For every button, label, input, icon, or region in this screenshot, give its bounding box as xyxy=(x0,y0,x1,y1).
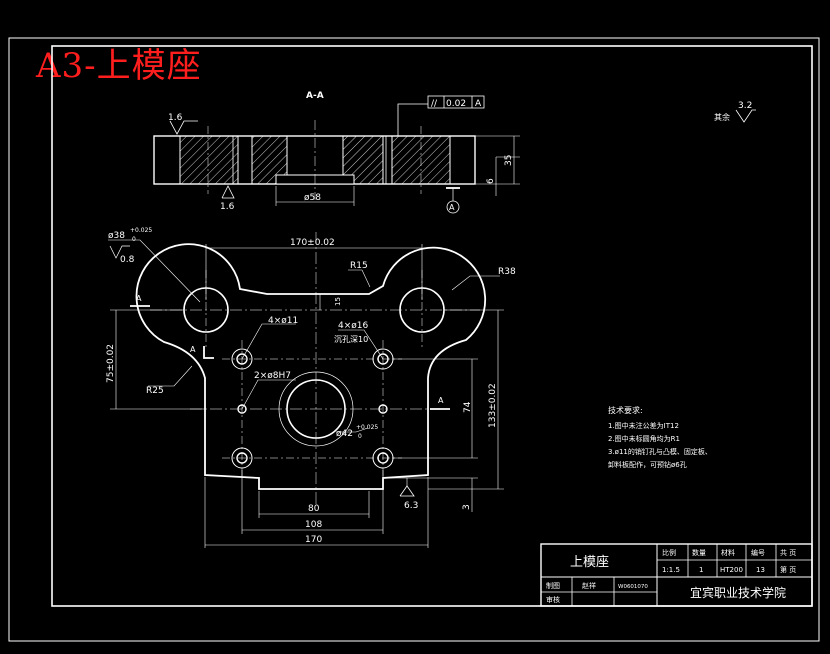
tech-item-4: 卸料板配作，可预钻ø6孔 xyxy=(608,460,687,469)
dim-height-35: 35 xyxy=(504,155,514,166)
dim-height-6: 6 xyxy=(486,178,496,184)
tb-h-total: 共 页 xyxy=(780,548,796,557)
tb-h-qty: 数量 xyxy=(692,548,706,557)
holes-4x11: 4×ø11 xyxy=(268,316,298,326)
tb-h-scale: 比例 xyxy=(662,548,676,557)
roughness-other-value: 3.2 xyxy=(738,101,752,111)
bore-left-roughness: 0.8 xyxy=(120,255,135,265)
flatness-value: 0.02 xyxy=(446,99,466,109)
dim-74: 74 xyxy=(463,401,473,413)
tb-v-page: 第 页 xyxy=(780,565,796,574)
roughness-other-label: 其余 xyxy=(714,112,730,122)
tb-v-scale: 1:1.5 xyxy=(662,566,680,574)
dim-80: 80 xyxy=(308,504,320,514)
tb-v-qty: 1 xyxy=(699,566,703,574)
dim-r25: R25 xyxy=(146,386,164,396)
pin-holes: 2×ø8H7 xyxy=(254,371,291,381)
tb-drawing-no: W0601070 xyxy=(618,584,648,590)
flatness-symbol: // xyxy=(431,99,438,109)
dim-top-width: 170±0.02 xyxy=(290,238,335,248)
inner-border xyxy=(51,45,813,607)
section-mark-mid: A xyxy=(190,345,196,354)
dim-15: 15 xyxy=(334,297,342,306)
outer-border xyxy=(8,37,820,642)
tb-r-drawn: 制图 xyxy=(546,581,560,590)
counterbore-depth: 沉孔深10 xyxy=(334,335,368,344)
roughness-top: 1.6 xyxy=(168,113,183,123)
tech-heading: 技术要求: xyxy=(608,405,643,415)
tb-h-material: 材料 xyxy=(721,548,735,557)
dim-diameter-58: ø58 xyxy=(304,193,321,203)
tb-r-checked: 审核 xyxy=(546,595,560,604)
datum-marker: A xyxy=(449,203,455,212)
dim-108: 108 xyxy=(305,520,322,530)
dim-133: 133±0.02 xyxy=(488,383,498,428)
flatness-datum: A xyxy=(475,99,482,109)
tech-item-2: 2.图中未标圆角均为R1 xyxy=(608,434,680,443)
plan-view: A A A 170±0.02 R15 R38 R25 ø38 +0.025 0 … xyxy=(106,227,516,548)
tb-v-code: 13 xyxy=(756,566,765,574)
dim-r38: R38 xyxy=(498,267,516,277)
tb-drawn-by: 赵祥 xyxy=(582,581,596,590)
dim-r15: R15 xyxy=(350,261,368,271)
tb-v-material: HT200 xyxy=(720,566,743,574)
roughness-bottom: 1.6 xyxy=(220,202,235,212)
center-bore-dia: ø42 xyxy=(336,429,353,439)
tb-h-code: 编号 xyxy=(751,548,765,557)
bore-left-tol: +0.025 xyxy=(130,227,152,234)
sheet-label: A3-上模座 xyxy=(36,46,202,86)
bore-left-dia: ø38 xyxy=(108,231,125,241)
section-mark-left: A xyxy=(136,294,142,303)
section-title: A-A xyxy=(306,91,324,101)
center-bore-tol-lower: 0 xyxy=(358,433,362,440)
holes-4x16: 4×ø16 xyxy=(338,321,368,331)
title-block: 上模座 比例 数量 材料 编号 共 页 1:1.5 1 HT200 13 第 页… xyxy=(540,543,813,607)
tb-part-name: 上模座 xyxy=(570,555,609,570)
tech-item-1: 1.图中未注公差为IT12 xyxy=(608,421,679,430)
plate-outline xyxy=(135,243,487,490)
bore-left-tol-lower: 0 xyxy=(132,236,136,243)
dim-75: 75±0.02 xyxy=(106,344,116,383)
tech-item-3: 3.ø11的销钉孔与凸模、固定板、 xyxy=(608,447,712,456)
section-mark-right: A xyxy=(438,396,444,405)
section-view: A-A // 0.02 A 1.6 xyxy=(153,91,520,214)
dim-3: 3 xyxy=(462,504,472,510)
center-bore-tol: +0.025 xyxy=(356,424,378,431)
dim-170: 170 xyxy=(305,535,322,545)
roughness-other: 其余 3.2 xyxy=(714,101,756,123)
roughness-63: 6.3 xyxy=(404,501,418,511)
tech-requirements: 技术要求: 1.图中未注公差为IT12 2.图中未标圆角均为R1 3.ø11的销… xyxy=(608,405,712,469)
tb-school: 宜宾职业技术学院 xyxy=(690,585,786,600)
